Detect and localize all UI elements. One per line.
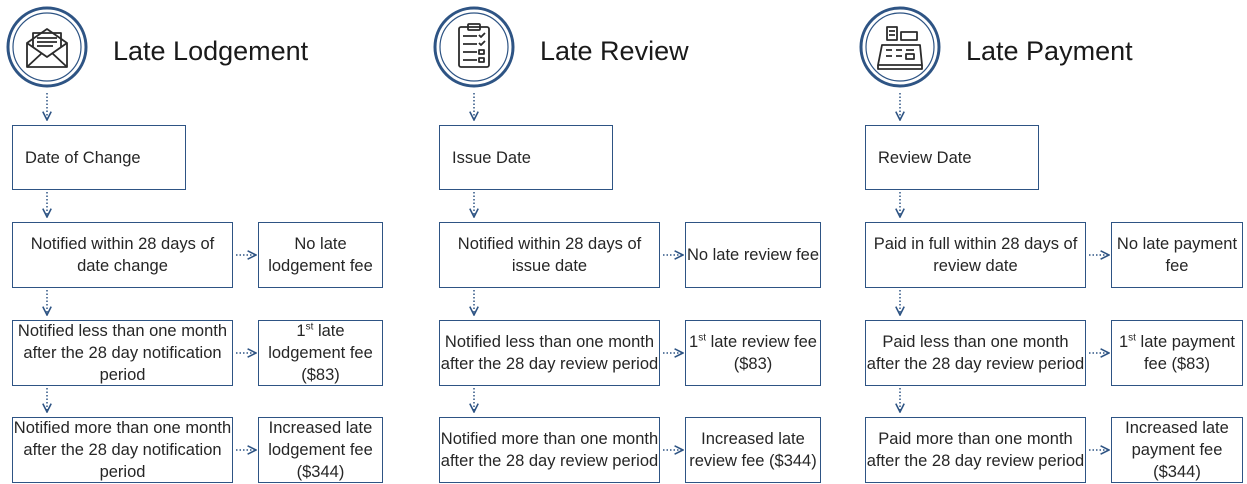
start-date-label: Review Date [878, 148, 972, 167]
fee-box-2: 1st late review fee ($83) [685, 320, 821, 386]
fee-box-1: No late review fee [685, 222, 821, 288]
start-date-label: Date of Change [25, 148, 141, 167]
condition-box-3: Notified more than one month after the 2… [439, 417, 660, 483]
connector-arrows [47, 93, 1109, 450]
condition-box-1: Notified within 28 days of issue date [439, 222, 660, 288]
column-late-review: Late Review Issue Date Notified within 2… [427, 0, 827, 484]
fee-box-3: Increased late payment fee ($344) [1111, 417, 1243, 483]
column-late-payment: Late Payment Review Date Paid in full wi… [853, 0, 1247, 484]
start-date-box: Issue Date [439, 125, 613, 190]
fee-box-2: 1st late lodgement fee ($83) [258, 320, 383, 386]
condition-box-3: Notified more than one month after the 2… [12, 417, 233, 483]
fee-box-1: No late lodgement fee [258, 222, 383, 288]
fee-box-3: Increased late review fee ($344) [685, 417, 821, 483]
envelope-icon [5, 5, 89, 89]
fee-box-2: 1st late payment fee ($83) [1111, 320, 1243, 386]
condition-box-2: Paid less than one month after the 28 da… [865, 320, 1086, 386]
condition-box-2: Notified less than one month after the 2… [12, 320, 233, 386]
checklist-icon [432, 5, 516, 89]
section-title: Late Lodgement [113, 36, 309, 66]
condition-box-2: Notified less than one month after the 2… [439, 320, 660, 386]
condition-box-1: Notified within 28 days of date change [12, 222, 233, 288]
start-date-label: Issue Date [452, 148, 531, 167]
condition-box-3: Paid more than one month after the 28 da… [865, 417, 1086, 483]
column-late-lodgement: Late Lodgement Date of Change Notified w… [0, 0, 400, 484]
section-title: Late Review [540, 36, 689, 66]
start-date-box: Review Date [865, 125, 1039, 190]
cash-register-icon [858, 5, 942, 89]
condition-box-1: Paid in full within 28 days of review da… [865, 222, 1086, 288]
fee-box-1: No late payment fee [1111, 222, 1243, 288]
section-title: Late Payment [966, 36, 1133, 66]
start-date-box: Date of Change [12, 125, 186, 190]
fee-box-3: Increased late lodgement fee ($344) [258, 417, 383, 483]
